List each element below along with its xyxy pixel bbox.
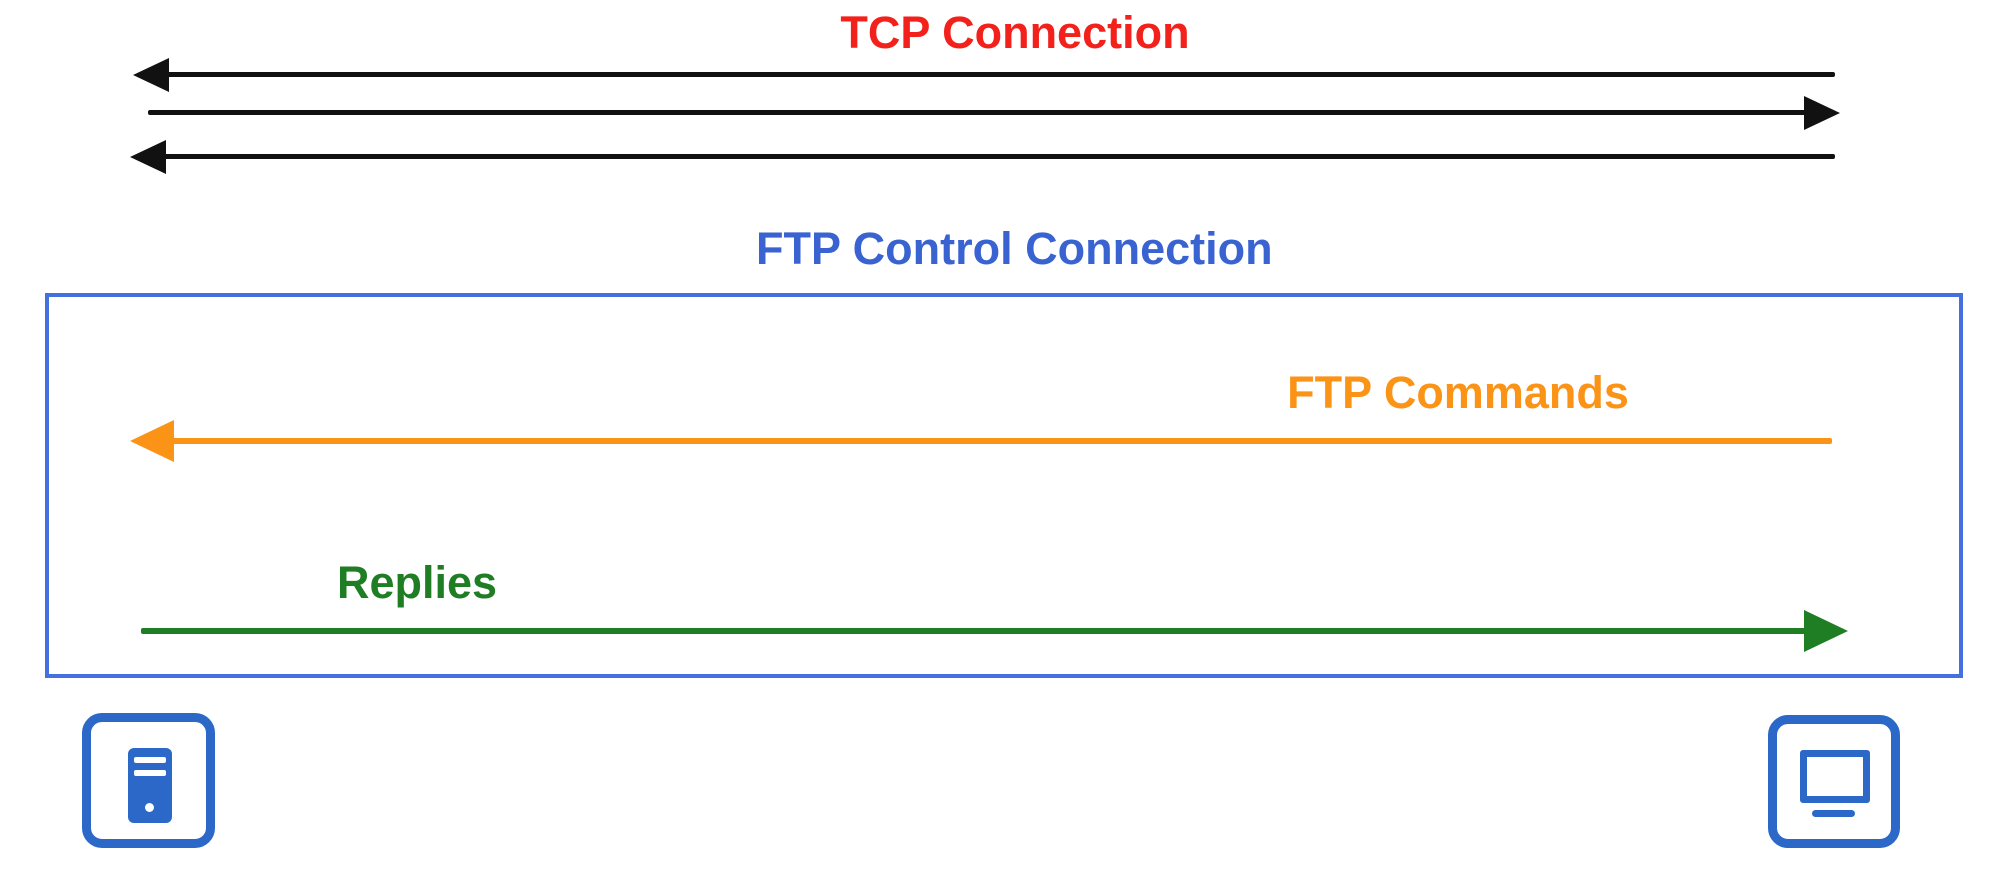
server-tower-stripe <box>134 770 166 776</box>
ftp-control-connection-title: FTP Control Connection <box>756 223 1273 274</box>
tcp-arrow-3-line <box>162 154 1835 159</box>
monitor-screen <box>1800 750 1870 803</box>
ftp-control-connection-box <box>45 293 1963 678</box>
tcp-arrow-2-line <box>148 110 1806 115</box>
server-power-dot <box>145 803 154 812</box>
monitor-base <box>1812 810 1855 817</box>
ftp-commands-arrow-line <box>170 438 1832 444</box>
tcp-arrow-2-right-arrowhead-icon <box>1804 96 1840 130</box>
tcp-arrow-3-left-arrowhead-icon <box>130 140 166 174</box>
monitor-icon <box>1768 715 1900 848</box>
tcp-connection-title: TCP Connection <box>840 7 1190 58</box>
tcp-arrow-1-left-arrowhead-icon <box>133 58 169 92</box>
replies-right-arrowhead-icon <box>1804 610 1848 652</box>
replies-label: Replies <box>336 557 498 608</box>
server-tower-stripe <box>134 757 166 763</box>
ftp-commands-label: FTP Commands <box>1287 367 1629 418</box>
server-tower-body <box>128 748 172 823</box>
replies-arrow-line <box>141 628 1806 634</box>
tcp-arrow-1-line <box>165 72 1835 77</box>
server-tower-icon <box>82 713 215 848</box>
ftp-commands-left-arrowhead-icon <box>130 420 174 462</box>
